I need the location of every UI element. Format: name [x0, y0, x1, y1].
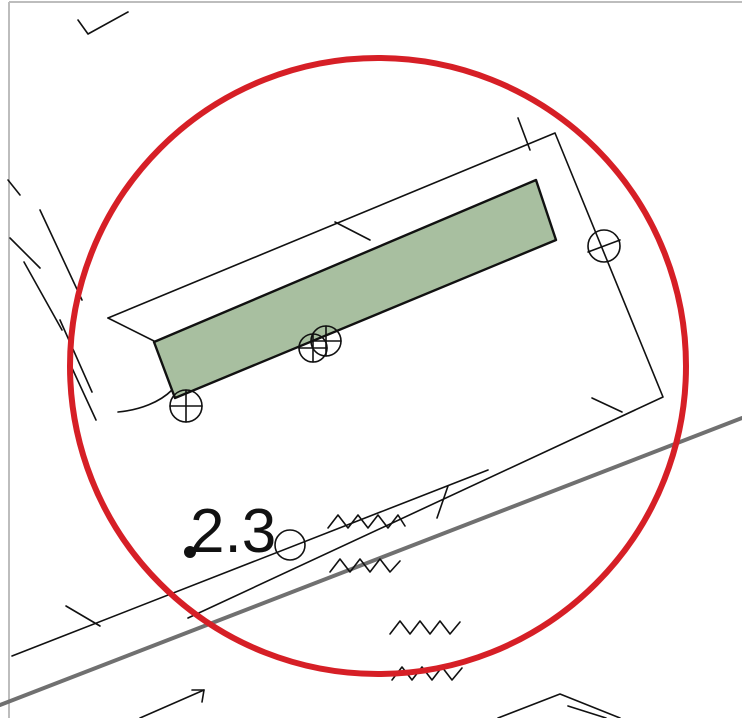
crosshair-circle-icon — [298, 333, 328, 363]
vegetation-symbols — [327, 514, 463, 681]
building-footprint — [152, 178, 558, 400]
map-frame — [8, 1, 742, 718]
background-linework — [7, 11, 129, 421]
highlight-circle — [67, 55, 689, 677]
bottom-linework — [139, 689, 621, 718]
survey-point-dot — [184, 546, 196, 558]
point-label-group: 2.3 — [184, 497, 276, 566]
point-label: 2.3 — [190, 497, 276, 566]
crosshair-circle-icon — [169, 389, 203, 423]
parcel-outline — [107, 117, 664, 619]
circle-marker-icon — [274, 529, 306, 561]
crosshair-circle-icon — [587, 229, 621, 263]
road-lines — [0, 416, 742, 707]
survey-marker-symbols — [169, 229, 621, 561]
